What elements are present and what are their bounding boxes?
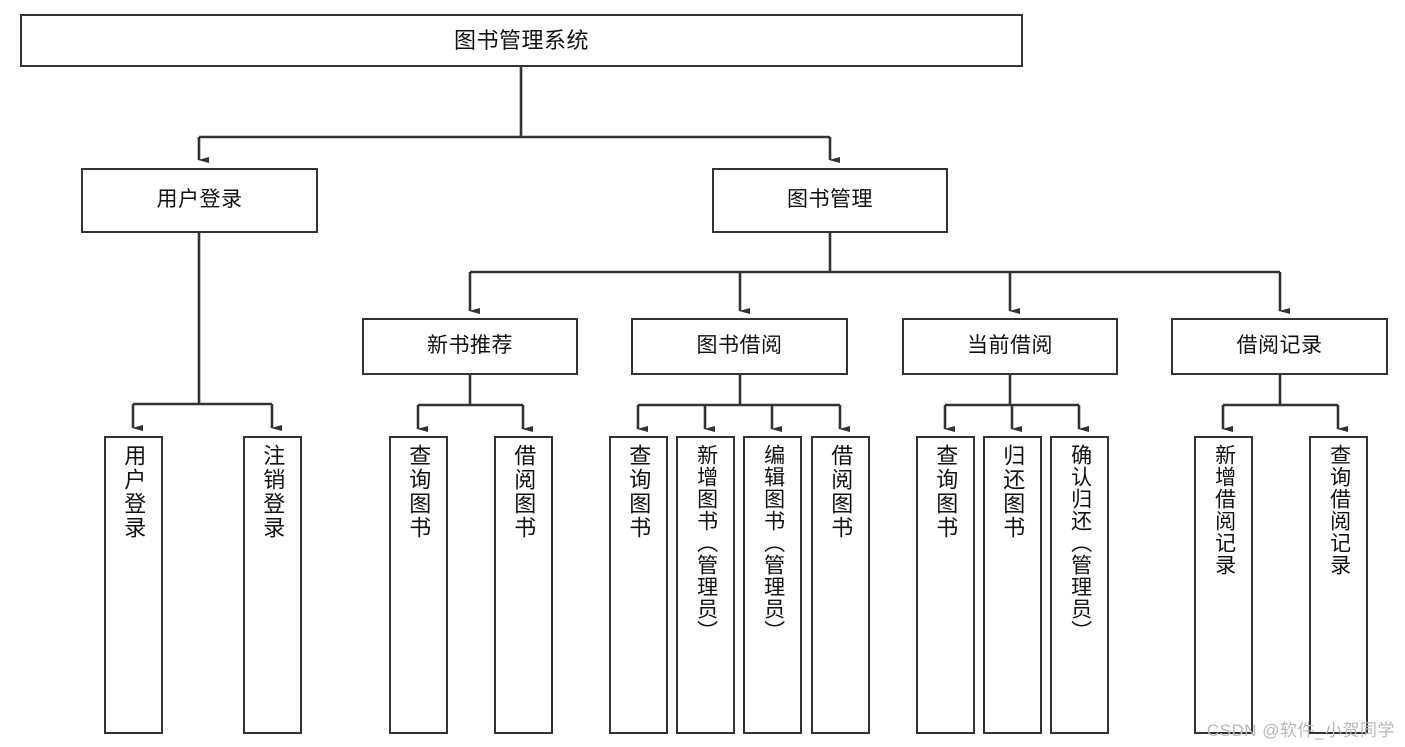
node-label: 借阅记录 [1236,334,1323,358]
node-label: 确认归还（管理员） [1068,444,1092,642]
node-label: 查询图书 [406,444,432,540]
node-leaf-borrow-book-1[interactable]: 借阅图书 [494,436,553,734]
node-leaf-add-book[interactable]: 新增图书（管理员） [676,436,735,734]
node-leaf-user-login[interactable]: 用户登录 [104,436,163,734]
node-leaf-query-book-2[interactable]: 查询图书 [609,436,668,734]
node-label: 图书管理系统 [453,27,589,53]
node-user-login[interactable]: 用户登录 [81,168,318,233]
node-label: 图书管理 [787,188,873,212]
node-label: 归还图书 [1000,444,1026,540]
node-label: 编辑图书（管理员） [761,444,785,642]
node-new-book-recommend[interactable]: 新书推荐 [362,318,578,375]
node-label: 查询图书 [933,444,959,540]
node-label: 借阅图书 [828,444,854,540]
node-leaf-query-book-1[interactable]: 查询图书 [389,436,448,734]
node-book-manage[interactable]: 图书管理 [712,168,948,233]
node-leaf-return-book[interactable]: 归还图书 [983,436,1042,734]
node-leaf-query-book-3[interactable]: 查询图书 [916,436,975,734]
node-label: 注销登录 [260,444,286,540]
node-label: 新增借阅记录 [1212,444,1236,576]
node-leaf-edit-book[interactable]: 编辑图书（管理员） [743,436,802,734]
node-label: 图书借阅 [696,334,783,358]
node-label: 查询借阅记录 [1327,444,1351,576]
node-current-borrow[interactable]: 当前借阅 [902,318,1118,375]
node-leaf-logout-login[interactable]: 注销登录 [243,436,302,734]
node-label: 借阅图书 [511,444,537,540]
csdn-watermark: CSDN @软件_小贺同学 [1206,721,1395,740]
node-book-borrow[interactable]: 图书借阅 [631,318,848,375]
node-label: 用户登录 [121,444,147,540]
node-leaf-confirm-return[interactable]: 确认归还（管理员） [1050,436,1109,734]
node-label: 查询图书 [626,444,652,540]
node-label: 用户登录 [156,188,243,212]
node-root-system[interactable]: 图书管理系统 [20,14,1023,67]
node-label: 当前借阅 [967,334,1053,358]
node-borrow-record[interactable]: 借阅记录 [1171,318,1388,375]
node-label: 新书推荐 [427,334,513,358]
node-leaf-query-record[interactable]: 查询借阅记录 [1309,436,1368,734]
node-leaf-add-record[interactable]: 新增借阅记录 [1194,436,1253,734]
node-leaf-borrow-book-2[interactable]: 借阅图书 [811,436,870,734]
node-label: 新增图书（管理员） [694,444,718,642]
